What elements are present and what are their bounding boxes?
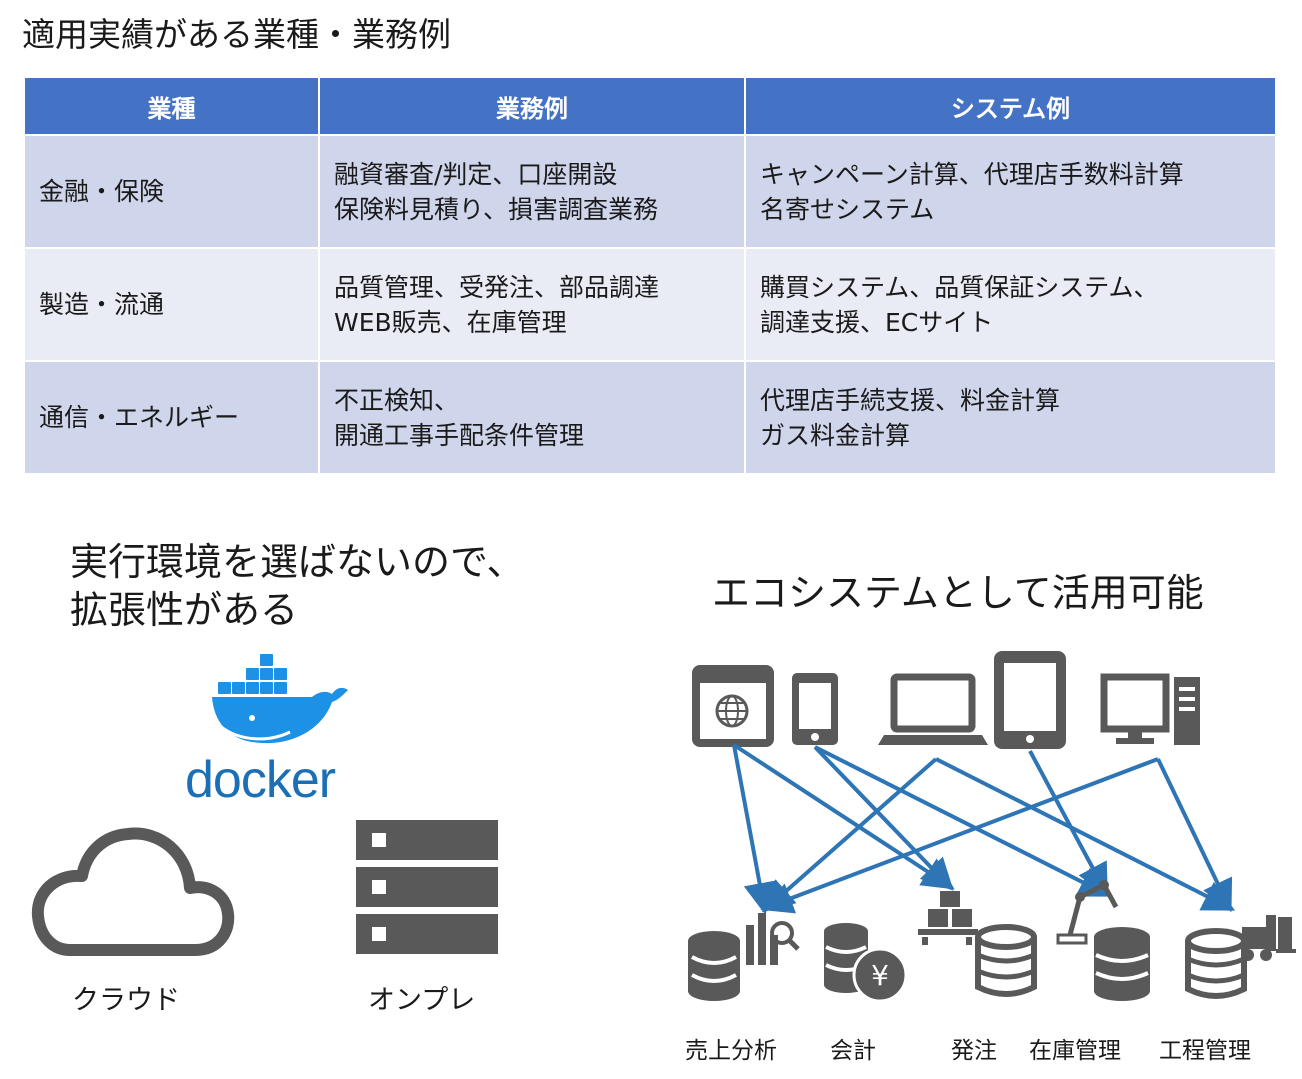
systems-cell: キャンペーン計算、代理店手数料計算名寄せシステム bbox=[744, 134, 1277, 249]
forklift-icon bbox=[1242, 915, 1296, 961]
tasks-cell: 融資審査/判定、口座開設保険料見積り、損害調査業務 bbox=[318, 134, 746, 249]
table-row: 通信・エネルギー 不正検知、開通工事手配条件管理 代理店手続支援、料金計算ガス料… bbox=[23, 360, 1277, 475]
table-header: 業務例 bbox=[318, 76, 746, 136]
server-icon bbox=[356, 820, 498, 954]
table-header: システム例 bbox=[744, 76, 1277, 136]
industry-cell: 金融・保険 bbox=[23, 134, 320, 249]
target-label: 会計 bbox=[830, 1038, 876, 1064]
table-header-row: 業種 業務例 システム例 bbox=[23, 76, 1277, 136]
database-icon bbox=[975, 924, 1037, 997]
cloud-icon bbox=[31, 827, 235, 956]
docker-wordmark: docker bbox=[185, 751, 336, 809]
database-icon bbox=[1094, 927, 1150, 1001]
onprem-label: オンプレ bbox=[368, 985, 476, 1016]
ecosystem-diagram: ¥ bbox=[688, 651, 1296, 1003]
robot-arm-icon bbox=[1056, 880, 1119, 945]
pallet-boxes-icon bbox=[918, 891, 978, 945]
target-label: 売上分析 bbox=[685, 1038, 777, 1064]
right-heading: エコシステムとして活用可能 bbox=[712, 571, 1204, 615]
yen-coin-icon: ¥ bbox=[852, 947, 908, 1003]
target-label: 在庫管理 bbox=[1029, 1038, 1121, 1064]
target-label: 工程管理 bbox=[1159, 1038, 1251, 1064]
systems-cell: 購買システム、品質保証システム、調達支援、ECサイト bbox=[744, 247, 1277, 362]
table-row: 金融・保険 融資審査/判定、口座開設保険料見積り、損害調査業務 キャンペーン計算… bbox=[23, 134, 1277, 249]
laptop-icon bbox=[878, 673, 988, 745]
table-header: 業種 bbox=[23, 76, 320, 136]
industry-cell: 製造・流通 bbox=[23, 247, 320, 362]
database-icon bbox=[1185, 928, 1247, 999]
left-heading: 実行環境を選ばないので、 拡張性がある bbox=[70, 538, 524, 634]
page-title: 適用実績がある業種・業務例 bbox=[22, 15, 451, 54]
smartphone-icon bbox=[792, 673, 838, 745]
tasks-cell: 不正検知、開通工事手配条件管理 bbox=[318, 360, 746, 475]
svg-text:¥: ¥ bbox=[871, 959, 889, 992]
desktop-icon bbox=[1100, 673, 1200, 745]
target-label: 発注 bbox=[951, 1038, 997, 1064]
systems-cell: 代理店手続支援、料金計算ガス料金計算 bbox=[744, 360, 1277, 475]
docker-whale-icon bbox=[212, 654, 348, 744]
left-heading-line: 拡張性がある bbox=[70, 588, 299, 632]
industry-table: 業種 業務例 システム例 金融・保険 融資審査/判定、口座開設保険料見積り、損害… bbox=[23, 76, 1277, 475]
connection-arrows bbox=[732, 743, 1236, 915]
database-icon bbox=[688, 913, 800, 1001]
left-heading-line: 実行環境を選ばないので、 bbox=[70, 540, 525, 584]
cloud-label: クラウド bbox=[72, 985, 180, 1016]
industry-cell: 通信・エネルギー bbox=[23, 360, 320, 475]
tablet-icon bbox=[994, 651, 1066, 749]
browser-icon bbox=[692, 665, 774, 747]
